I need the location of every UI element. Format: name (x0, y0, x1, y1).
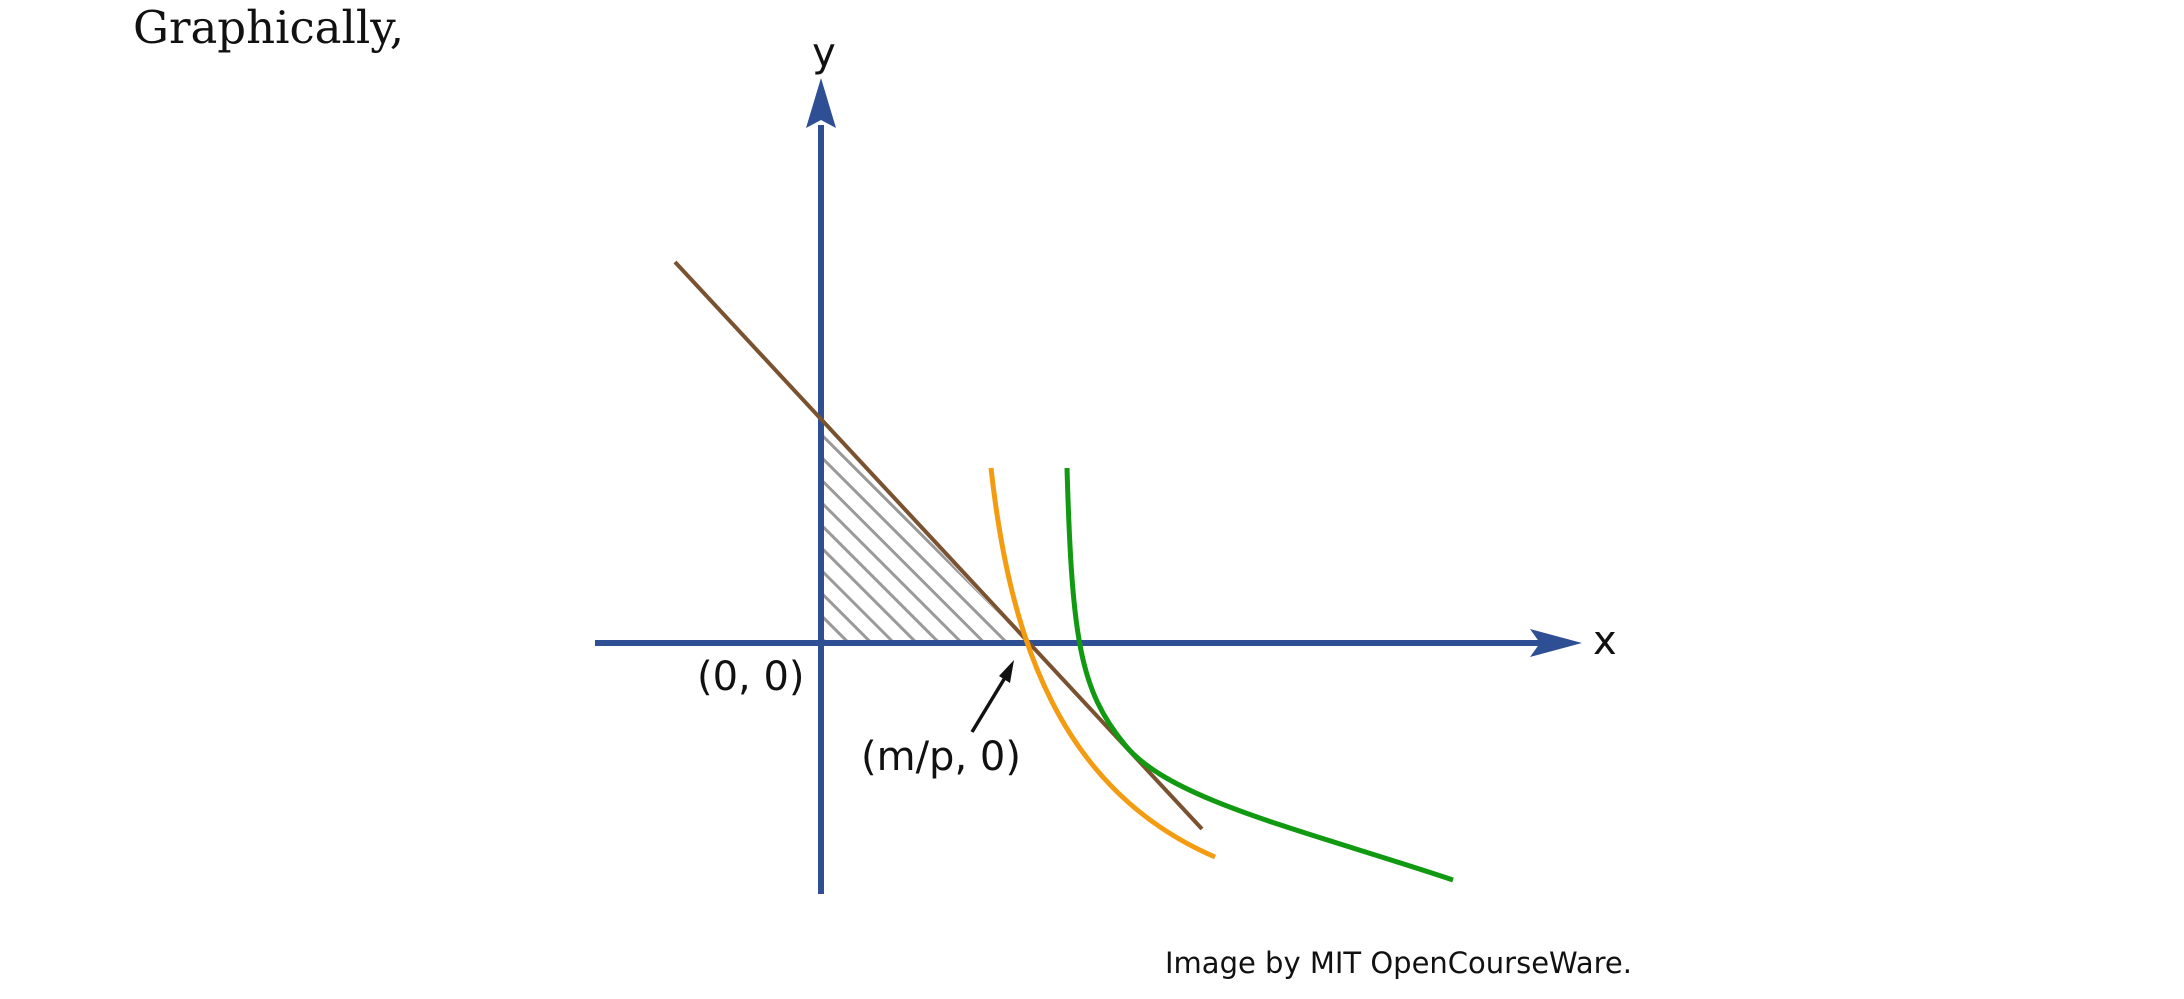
x-axis-arrowhead (1530, 629, 1582, 657)
intercept-label: (m/p, 0) (861, 734, 1021, 780)
y-axis-label: y (812, 30, 836, 76)
intercept-arrowhead (999, 660, 1014, 683)
image-credit: Image by MIT OpenCourseWare. (1165, 946, 1632, 980)
y-axis-arrowhead (806, 78, 836, 128)
intro-text: Graphically, (133, 1, 405, 54)
intercept-arrow (970, 675, 1008, 733)
orange-indifference-curve (988, 467, 1216, 860)
origin-label: (0, 0) (697, 654, 805, 700)
budget-set-region (821, 424, 1026, 643)
x-axis-label: x (1593, 618, 1617, 664)
green-indifference-curve (1064, 467, 1454, 883)
